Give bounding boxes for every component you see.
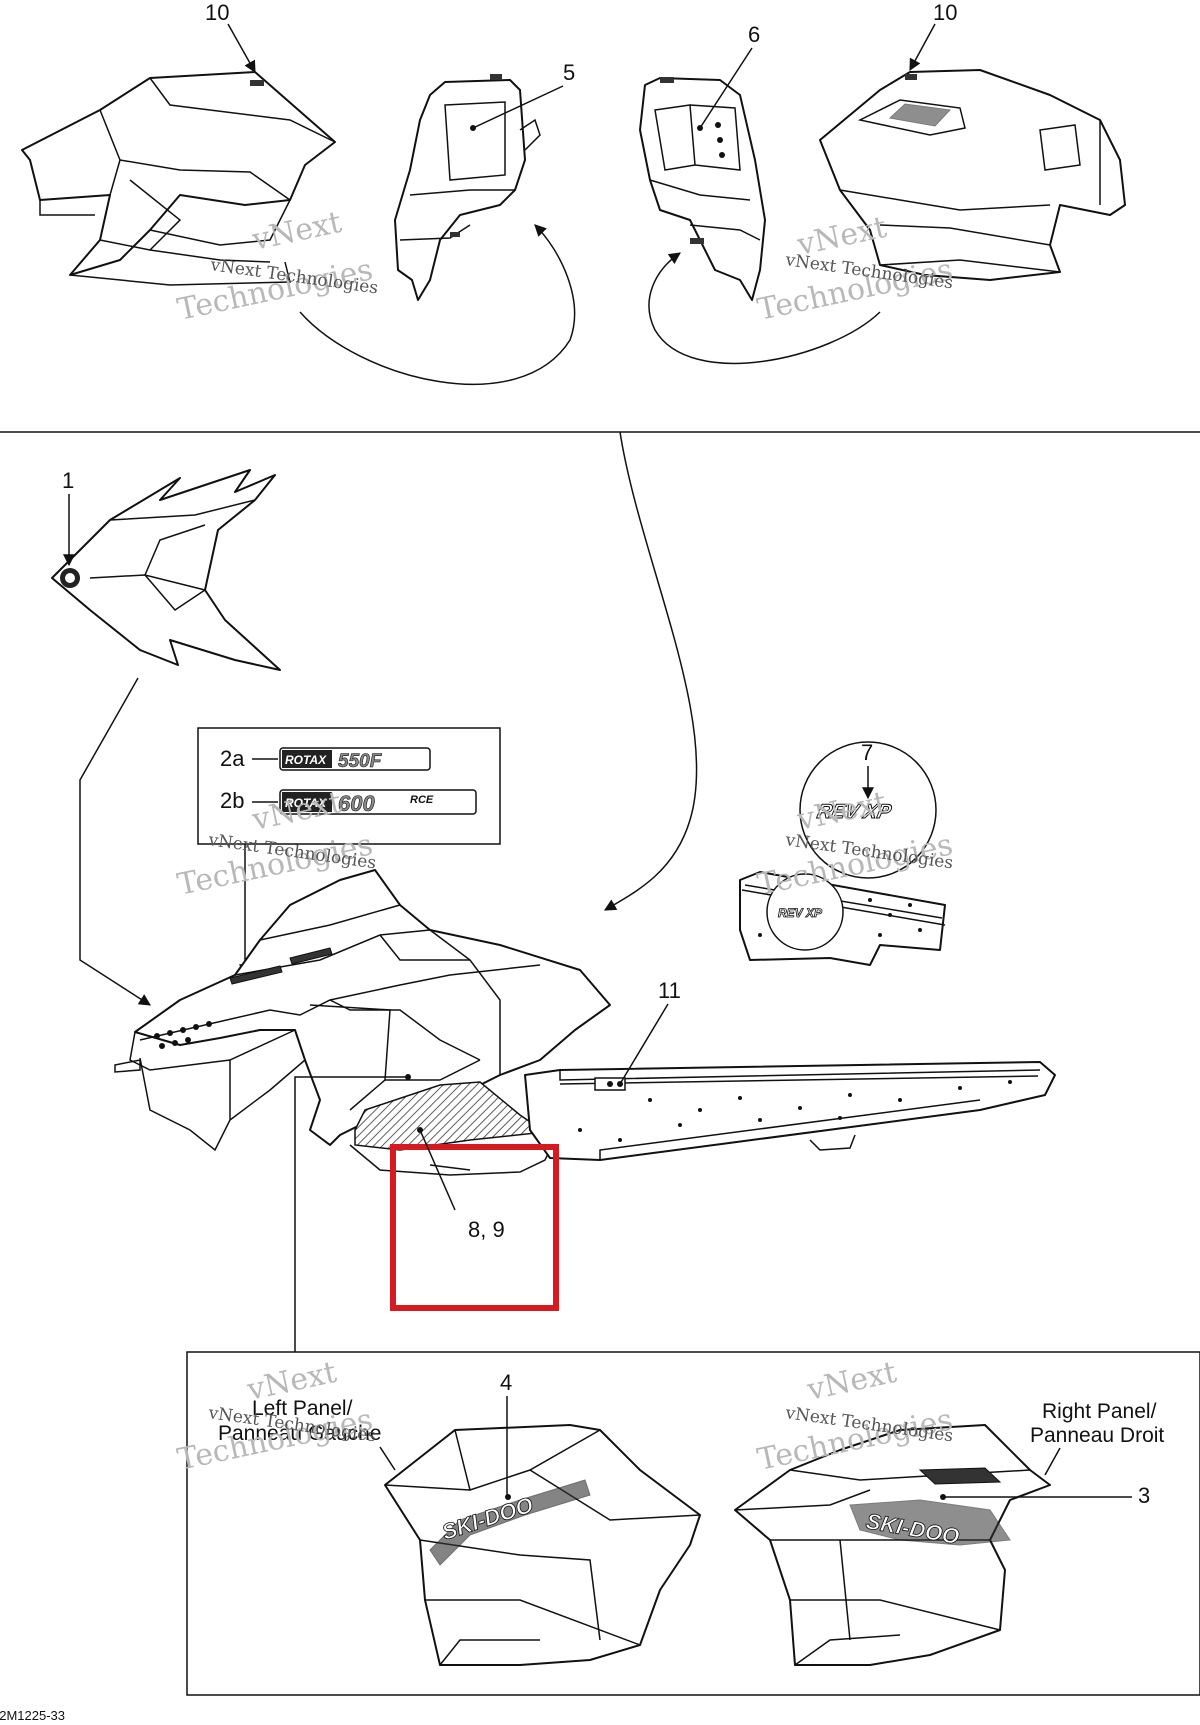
callout-1: 1 xyxy=(62,468,74,493)
callout-2b: 2b xyxy=(220,788,244,813)
callout-4: 4 xyxy=(500,1370,512,1395)
left-panel-label-line2: Panneau Gauche xyxy=(218,1422,381,1445)
hood-nose xyxy=(51,469,281,671)
svg-text:REV XP: REV XP xyxy=(778,906,823,920)
svg-text:ROTAX: ROTAX xyxy=(285,753,327,767)
revxp-detail: REV XP REV XP xyxy=(739,741,946,966)
svg-text:600: 600 xyxy=(338,791,375,816)
right-side-panel: SKI-DOO xyxy=(734,1424,1051,1666)
callout-5: 5 xyxy=(563,60,575,85)
callout-7: 7 xyxy=(861,740,873,765)
callout-10-left: 10 xyxy=(205,0,229,25)
svg-text:REV XP: REV XP xyxy=(815,801,893,823)
figure-code: 32M1225-33 xyxy=(0,1708,65,1723)
front-left-panel xyxy=(394,74,541,301)
right-upper-panel xyxy=(819,69,1126,281)
rotax-560-decal: ROTAX 550F xyxy=(279,747,431,772)
svg-text:RCE: RCE xyxy=(410,794,434,806)
callout-8-9: 8, 9 xyxy=(468,1217,505,1242)
right-panel-label-line1: Right Panel/ xyxy=(1042,1400,1157,1423)
watermark-1: vNext Technologies vNext Technologies xyxy=(174,205,379,328)
callout-6: 6 xyxy=(748,22,760,47)
svg-text:vNext: vNext xyxy=(248,205,344,258)
rotax-600-decal: ROTAX 600 RCE xyxy=(279,789,477,816)
left-side-panel: SKI-DOO xyxy=(384,1424,701,1666)
left-panel-label-line1: Left Panel/ xyxy=(252,1397,353,1420)
highlight-box xyxy=(390,1144,559,1311)
svg-text:ROTAX: ROTAX xyxy=(285,796,327,810)
callout-3: 3 xyxy=(1138,1483,1150,1508)
left-upper-panel xyxy=(21,71,336,286)
snowmobile-body xyxy=(114,869,1056,1176)
svg-text:550F: 550F xyxy=(338,751,383,772)
callout-2a: 2a xyxy=(220,746,245,771)
front-right-panel xyxy=(639,77,766,301)
callout-10-right: 10 xyxy=(933,0,957,25)
right-panel-label-line2: Panneau Droit xyxy=(1030,1424,1164,1447)
callout-11: 11 xyxy=(658,978,681,1003)
